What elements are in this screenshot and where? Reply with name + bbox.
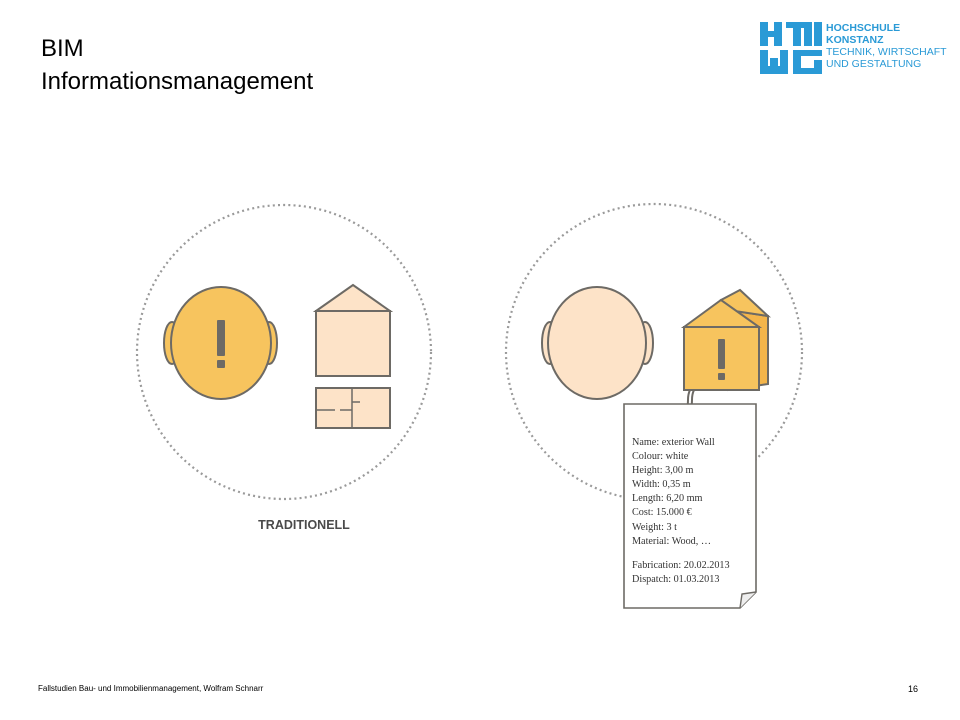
attr-cost: Cost: 15.000 € <box>632 507 692 519</box>
attr-colour: Colour: white <box>632 451 689 463</box>
slide-footer: Fallstudien Bau- und Immobilienmanagemen… <box>38 684 264 693</box>
attr-fabrication: Fabrication: 20.02.2013 <box>632 559 730 571</box>
bim-scope-circle <box>504 202 804 502</box>
attr-length: Length: 6,20 mm <box>632 493 703 505</box>
bim-3d-house-icon <box>680 288 772 411</box>
attribute-note-card <box>623 403 757 609</box>
title-line-bim: BIM <box>41 35 84 62</box>
traditional-head-icon <box>163 286 278 400</box>
attr-dispatch: Dispatch: 01.03.2013 <box>632 573 720 585</box>
traditional-label: TRADITIONELL <box>258 518 350 532</box>
floor-plan-icon <box>315 387 391 429</box>
traditional-scope-circle <box>135 203 433 501</box>
logo-line-hochschule: HOCHSCHULE <box>826 22 901 34</box>
attr-width: Width: 0,35 m <box>632 479 691 491</box>
attr-material: Material: Wood, … <box>632 535 712 547</box>
htwg-logo: HOCHSCHULE KONSTANZ TECHNIK, WIRTSCHAFT … <box>760 22 950 77</box>
page-number: 16 <box>907 684 918 694</box>
bim-head-icon <box>541 286 654 400</box>
htwg-logo-mark-icon <box>760 22 822 74</box>
house-elevation-icon <box>312 283 394 377</box>
attribute-list: Name: exterior Wall Colour: white Height… <box>632 436 730 587</box>
attr-height: Height: 3,00 m <box>632 465 694 477</box>
attr-name: Name: exterior Wall <box>632 437 715 448</box>
title-line-informationsmanagement: Informationsmanagement <box>41 68 314 95</box>
slide-title: BIM Informationsmanagement <box>41 32 313 98</box>
logo-line-gestaltung: UND GESTALTUNG <box>826 58 922 70</box>
attr-weight: Weight: 3 t <box>632 521 678 533</box>
logo-line-konstanz: KONSTANZ <box>826 34 884 46</box>
logo-line-technik: TECHNIK, WIRTSCHAFT <box>826 46 947 58</box>
htwg-logo-text: HOCHSCHULE KONSTANZ TECHNIK, WIRTSCHAFT … <box>826 22 956 70</box>
